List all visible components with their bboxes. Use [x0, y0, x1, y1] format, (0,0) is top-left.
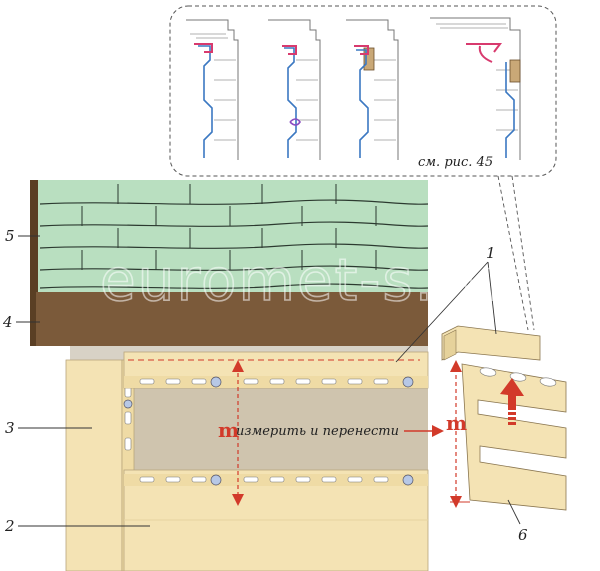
profile-detail-2: [268, 19, 321, 160]
profile-detail-3: [346, 19, 399, 160]
label-5: 5: [5, 227, 15, 245]
new-siding-panel: [441, 325, 567, 511]
roof-edge: [30, 180, 38, 346]
siding-panel: [123, 469, 429, 571]
detail-caption: см. рис. 45: [418, 155, 493, 170]
label-4: 4: [2, 313, 13, 331]
label-2: 2: [4, 517, 15, 535]
measure-symbol-right: m: [446, 411, 467, 435]
watermark: euromet-s.ru: [100, 246, 500, 314]
label-1: 1: [486, 244, 496, 262]
top-strip: [123, 351, 429, 389]
corner-post: [65, 359, 135, 571]
leader-lines: [16, 235, 521, 527]
callout-leaders: [497, 175, 535, 331]
measure-caption: измерить и перенести: [236, 424, 399, 439]
transfer-arrow: [404, 425, 444, 437]
measure-symbol: m: [218, 418, 239, 442]
detail-callout: см. рис. 45: [169, 5, 557, 177]
label-3: 3: [5, 419, 15, 437]
profile-detail-1: [186, 19, 239, 160]
fascia-board: [36, 292, 428, 346]
measure-arrow-left: [232, 360, 244, 506]
measure-arrow-right: [450, 360, 470, 508]
label-6: 6: [518, 526, 528, 544]
profile-detail-4: [430, 17, 521, 160]
roof-shingles: [36, 180, 429, 292]
up-arrow-icon: [500, 378, 524, 425]
